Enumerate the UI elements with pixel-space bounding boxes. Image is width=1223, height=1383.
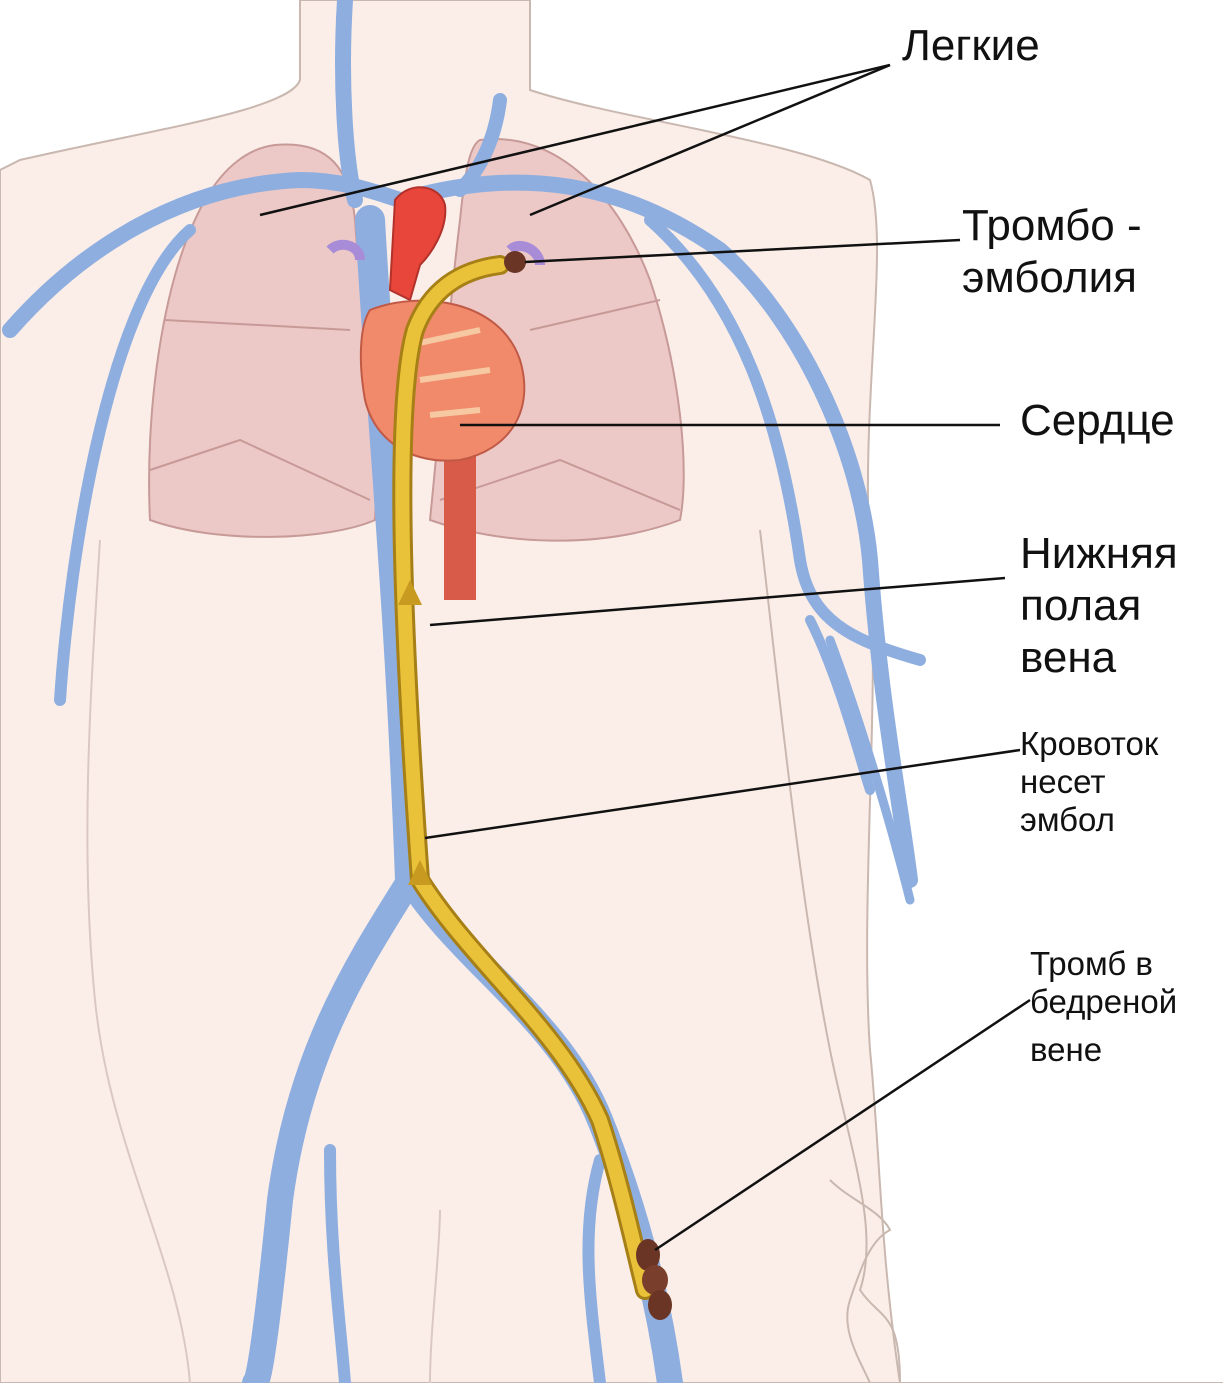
- label-clot: Тромб в бедреной вене: [1030, 945, 1177, 1069]
- label-ivc-line1: Нижняя: [1020, 528, 1178, 580]
- label-ivc: Нижняя полая вена: [1020, 528, 1178, 684]
- label-ivc-line2: полая: [1020, 580, 1178, 632]
- label-heart-text: Сердце: [1020, 395, 1175, 447]
- label-flow-line1: Кровоток: [1020, 725, 1158, 763]
- label-clot-line2: бедреной: [1030, 983, 1177, 1021]
- label-clot-line3: вене: [1030, 1031, 1177, 1069]
- label-embolism-line1: Тромбо -: [962, 200, 1142, 252]
- label-clot-line1: Тромб в: [1030, 945, 1177, 983]
- label-lungs-text: Легкие: [902, 20, 1040, 72]
- embolism-clot: [504, 251, 526, 273]
- label-flow-line2: несет: [1020, 763, 1158, 801]
- label-ivc-line3: вена: [1020, 632, 1178, 684]
- label-lungs: Легкие: [902, 20, 1040, 72]
- label-flow: Кровоток несет эмбол: [1020, 725, 1158, 839]
- label-flow-line3: эмбол: [1020, 801, 1158, 839]
- label-embolism: Тромбо - эмболия: [962, 200, 1142, 304]
- label-embolism-line2: эмболия: [962, 252, 1142, 304]
- label-heart: Сердце: [1020, 395, 1175, 447]
